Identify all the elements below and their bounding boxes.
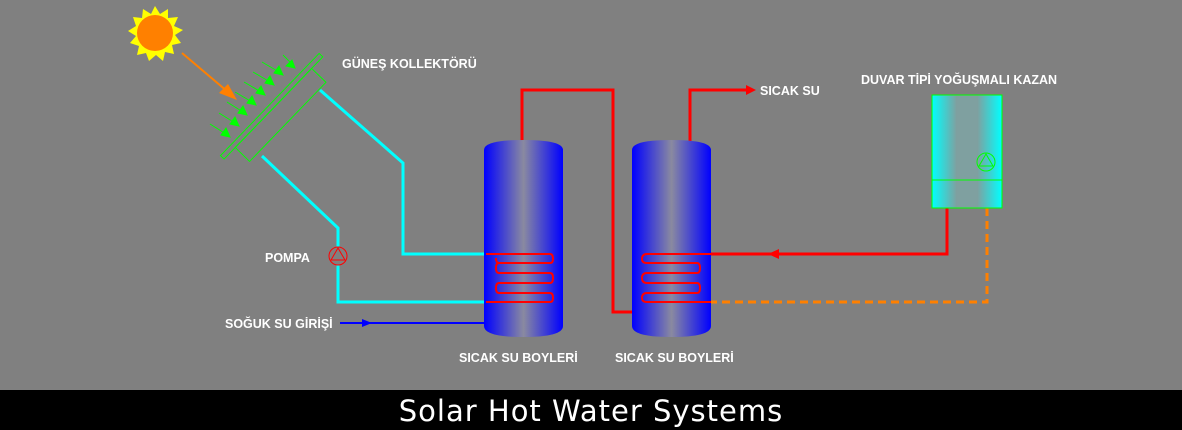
hot-water-outlet-pipe [688,85,756,142]
radiation-arrows [209,54,296,138]
boiler-return-pipe [709,208,989,304]
solar-collector [219,52,327,163]
diagram-canvas: GÜNEŞ KOLLEKTÖRÜ POMPA SOĞUK SU GİRİŞİ S… [128,6,1057,365]
hot-water-tank-2 [632,140,711,337]
tank-2-label: SICAK SU BOYLERİ [615,350,734,365]
heat-exchanger-coil-1 [486,253,555,303]
pump-label: POMPA [265,251,310,265]
cold-inlet-label: SOĞUK SU GİRİŞİ [225,316,333,331]
solar-supply-pipe [319,88,486,256]
solar-return-pipe [260,154,486,304]
boiler-supply-pipe [709,208,949,259]
sun-ray-arrow [181,52,237,100]
hot-water-tank-1 [484,140,563,337]
cold-water-inlet-pipe [340,319,486,327]
boiler-transfer-pipe [520,88,634,314]
pump-icon [328,246,348,266]
heat-exchanger-coil-2 [640,253,711,303]
wall-boiler [931,94,1003,209]
sun-icon [128,6,183,61]
hot-water-label: SICAK SU [760,84,820,98]
tank-1-label: SICAK SU BOYLERİ [459,350,578,365]
boiler-pump-icon [976,152,996,172]
collector-label: GÜNEŞ KOLLEKTÖRÜ [342,56,477,71]
footer-title: Solar Hot Water Systems [0,390,1182,430]
wall-boiler-label: DUVAR TİPİ YOĞUŞMALI KAZAN [861,72,1057,87]
